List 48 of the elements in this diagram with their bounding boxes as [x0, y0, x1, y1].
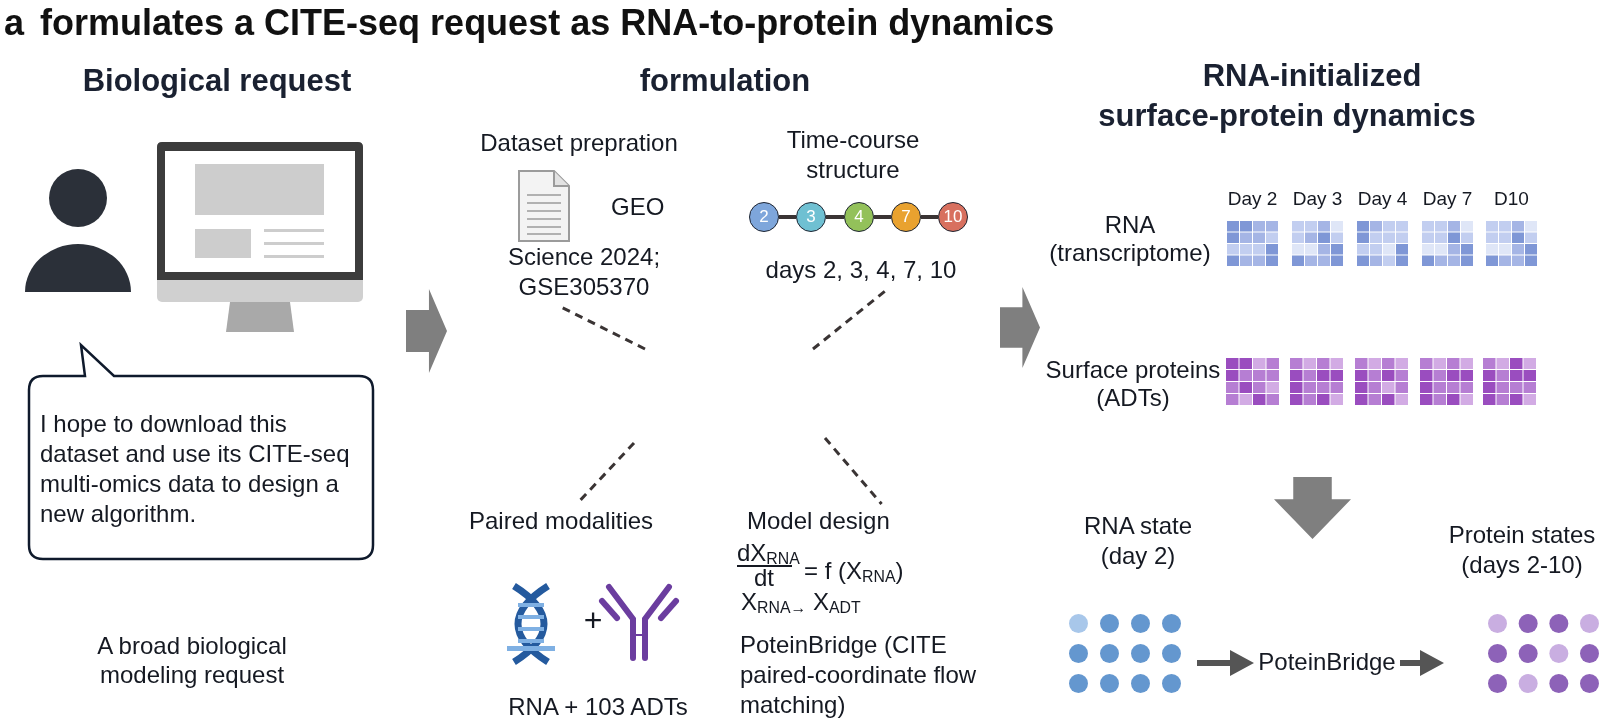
plus-sign: +: [583, 604, 603, 636]
day-number: 10: [943, 207, 963, 227]
equation-term: dX$_{RNA}$: [737, 542, 800, 564]
section-heading: RNA-initialized surface-protein dynamics: [1097, 57, 1477, 135]
modality-text: RNA + 103 ADTs: [508, 693, 688, 721]
equation-term: X$_{RNA→}$ X$_{ADT}$: [741, 591, 861, 613]
equation-term: dt: [754, 567, 774, 589]
figure-title: formulates a CITE-seq request as RNA-to-protein dynamics: [40, 2, 1055, 44]
day-label: D10: [1494, 188, 1529, 210]
panel-letter: a: [4, 2, 25, 44]
dashed-connector: [823, 437, 883, 505]
timeline-node: [796, 202, 826, 232]
connector-line: [826, 215, 844, 219]
arrow: [1400, 650, 1444, 676]
row-label: Surface proteins (ADTs): [1044, 356, 1222, 412]
day-label: Day 3: [1292, 188, 1343, 210]
day-number: 2: [759, 207, 769, 227]
section-heading: Biological request: [82, 62, 352, 100]
day-label: Day 2: [1227, 188, 1278, 210]
timeline-node: [844, 202, 874, 232]
day-number: 4: [854, 207, 864, 227]
step-heading: Model design: [747, 507, 890, 535]
database-label: GEO: [611, 193, 665, 221]
panel-caption: A broad biological modeling request: [96, 631, 288, 689]
step-heading: Paired modalities: [469, 507, 654, 535]
connector-line: [921, 215, 938, 219]
speech-bubble: [28, 344, 374, 560]
equation-term: = f (X$_{RNA}$): [804, 560, 904, 582]
connector-line: [779, 215, 796, 219]
day-label: Day 7: [1422, 188, 1473, 210]
day-label: Day 4: [1357, 188, 1408, 210]
timeline-node: [891, 202, 921, 232]
timepoints-text: days 2, 3, 4, 7, 10: [765, 256, 957, 284]
state-label: Protein states (days 2-10): [1447, 520, 1597, 580]
step-heading: Dataset prepration: [480, 129, 678, 157]
arrow: [1197, 650, 1254, 676]
citation-text: Science 2024; GSE305370: [506, 242, 662, 302]
section-heading: formulation: [639, 62, 811, 100]
connector-line: [874, 215, 891, 219]
method-description: PoteinBridge (CITE paired-coordinate flow matching): [740, 630, 978, 720]
day-number: 7: [901, 207, 911, 227]
day-number: 3: [806, 207, 816, 227]
state-label: RNA state (day 2): [1082, 511, 1193, 571]
timeline-node: [749, 202, 779, 232]
speech-text: I hope to download this dataset and use its CITE-seq multi-omics data to design a new algorithm.: [40, 409, 351, 529]
row-label: RNA (transcriptome): [1048, 211, 1212, 267]
step-heading: Time-course structure: [785, 125, 921, 185]
method-label: PoteinBridge: [1258, 648, 1396, 676]
